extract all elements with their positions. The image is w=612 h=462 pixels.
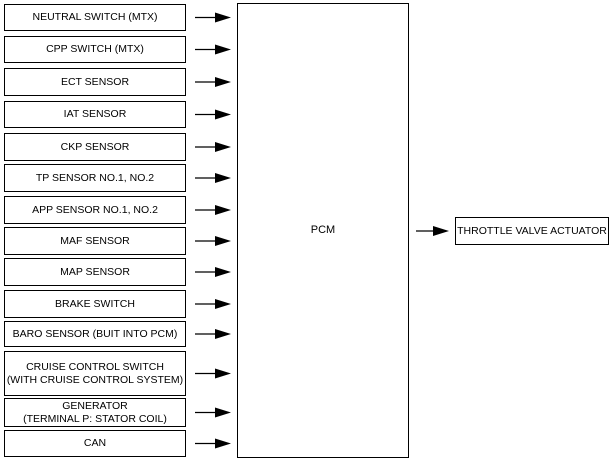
output-arrow	[416, 226, 449, 236]
input-arrow	[195, 173, 231, 183]
input-box-cruise-control-switch: CRUISE CONTROL SWITCH (WITH CRUISE CONTR…	[4, 351, 186, 396]
input-box-iat-sensor: IAT SENSOR	[4, 101, 186, 128]
input-box-map-sensor: MAP SENSOR	[4, 258, 186, 286]
input-box-ect-sensor: ECT SENSOR	[4, 68, 186, 96]
input-arrow	[195, 236, 231, 246]
input-arrow	[195, 329, 231, 339]
input-arrow	[195, 267, 231, 277]
input-arrow	[195, 77, 231, 87]
input-box-maf-sensor: MAF SENSOR	[4, 227, 186, 255]
input-box-brake-switch: BRAKE SWITCH	[4, 290, 186, 318]
input-box-app-sensor: APP SENSOR NO.1, NO.2	[4, 196, 186, 224]
input-arrow	[195, 109, 231, 120]
input-arrow	[195, 438, 231, 449]
input-arrow	[195, 368, 231, 379]
pcm-box: PCM	[237, 3, 409, 458]
input-arrow	[195, 407, 231, 418]
input-box-cpp-switch: CPP SWITCH (MTX)	[4, 36, 186, 63]
input-box-ckp-sensor: CKP SENSOR	[4, 133, 186, 161]
input-arrow	[195, 12, 231, 23]
input-box-neutral-switch: NEUTRAL SWITCH (MTX)	[4, 4, 186, 31]
input-arrow	[195, 299, 231, 309]
input-box-can: CAN	[4, 430, 186, 457]
input-arrow	[195, 142, 231, 152]
input-box-tp-sensor: TP SENSOR NO.1, NO.2	[4, 164, 186, 192]
input-box-generator: GENERATOR (TERMINAL P: STATOR COIL)	[4, 398, 186, 427]
input-arrow	[195, 205, 231, 215]
input-box-baro-sensor: BARO SENSOR (BUIT INTO PCM)	[4, 321, 186, 347]
output-box-throttle-valve-actuator: THROTTLE VALVE ACTUATOR	[455, 217, 609, 245]
input-arrow	[195, 44, 231, 55]
